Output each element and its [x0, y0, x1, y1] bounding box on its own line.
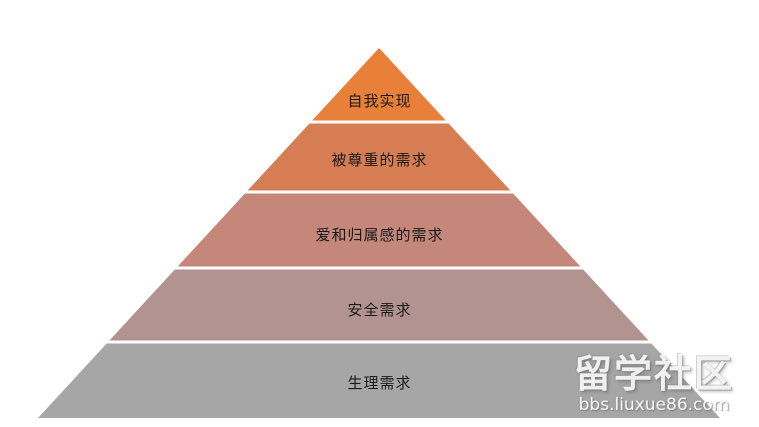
- pyramid-level-2-shape: [247, 123, 511, 191]
- pyramid-level-5-shape: [38, 343, 720, 418]
- watermark: 留学社区 bbs.liuxue86.com: [561, 353, 747, 421]
- pyramid-level-4-shape: [109, 269, 649, 341]
- pyramid-level-3-shape: [177, 193, 581, 267]
- pyramid-level-1-shape: [312, 48, 446, 121]
- watermark-url: bbs.liuxue86.com: [578, 395, 730, 415]
- watermark-title: 留学社区: [573, 352, 734, 396]
